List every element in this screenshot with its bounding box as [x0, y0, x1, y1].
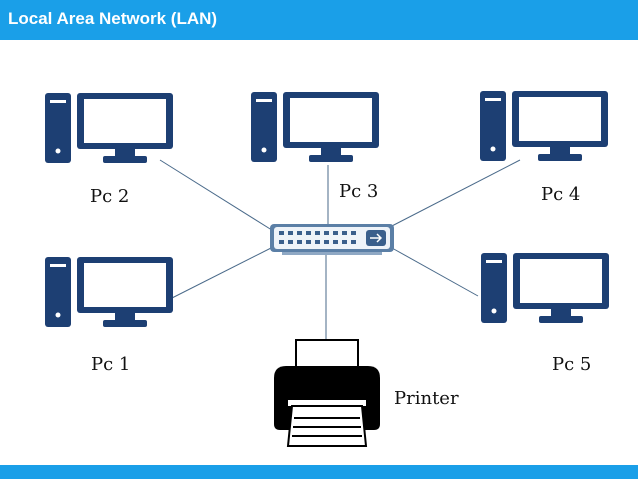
pc-4-label: Pc 4	[541, 184, 581, 205]
link-pc1-switch	[171, 245, 276, 299]
printer-icon	[274, 339, 380, 447]
pc-2-computer	[45, 93, 173, 163]
pc-4-computer	[480, 91, 608, 161]
link-pc5-switch	[391, 247, 479, 297]
pc-3-label: Pc 3	[339, 181, 379, 202]
pc-1-computer	[45, 257, 173, 327]
connection-lines	[159, 159, 521, 340]
pc-3-computer	[251, 92, 379, 162]
title-bar: Local Area Network (LAN)	[0, 0, 638, 40]
pc-1-label: Pc 1	[91, 354, 131, 375]
link-pc2-switch	[159, 159, 276, 233]
pc-5-computer	[481, 253, 609, 323]
pc-2-label: Pc 2	[90, 186, 130, 207]
network-switch-icon	[270, 224, 394, 255]
printer-label: Printer	[394, 388, 459, 409]
link-pc4-switch	[387, 159, 521, 229]
pc-5-label: Pc 5	[552, 354, 592, 375]
page-title: Local Area Network (LAN)	[8, 9, 218, 28]
bottom-bar	[0, 465, 638, 479]
